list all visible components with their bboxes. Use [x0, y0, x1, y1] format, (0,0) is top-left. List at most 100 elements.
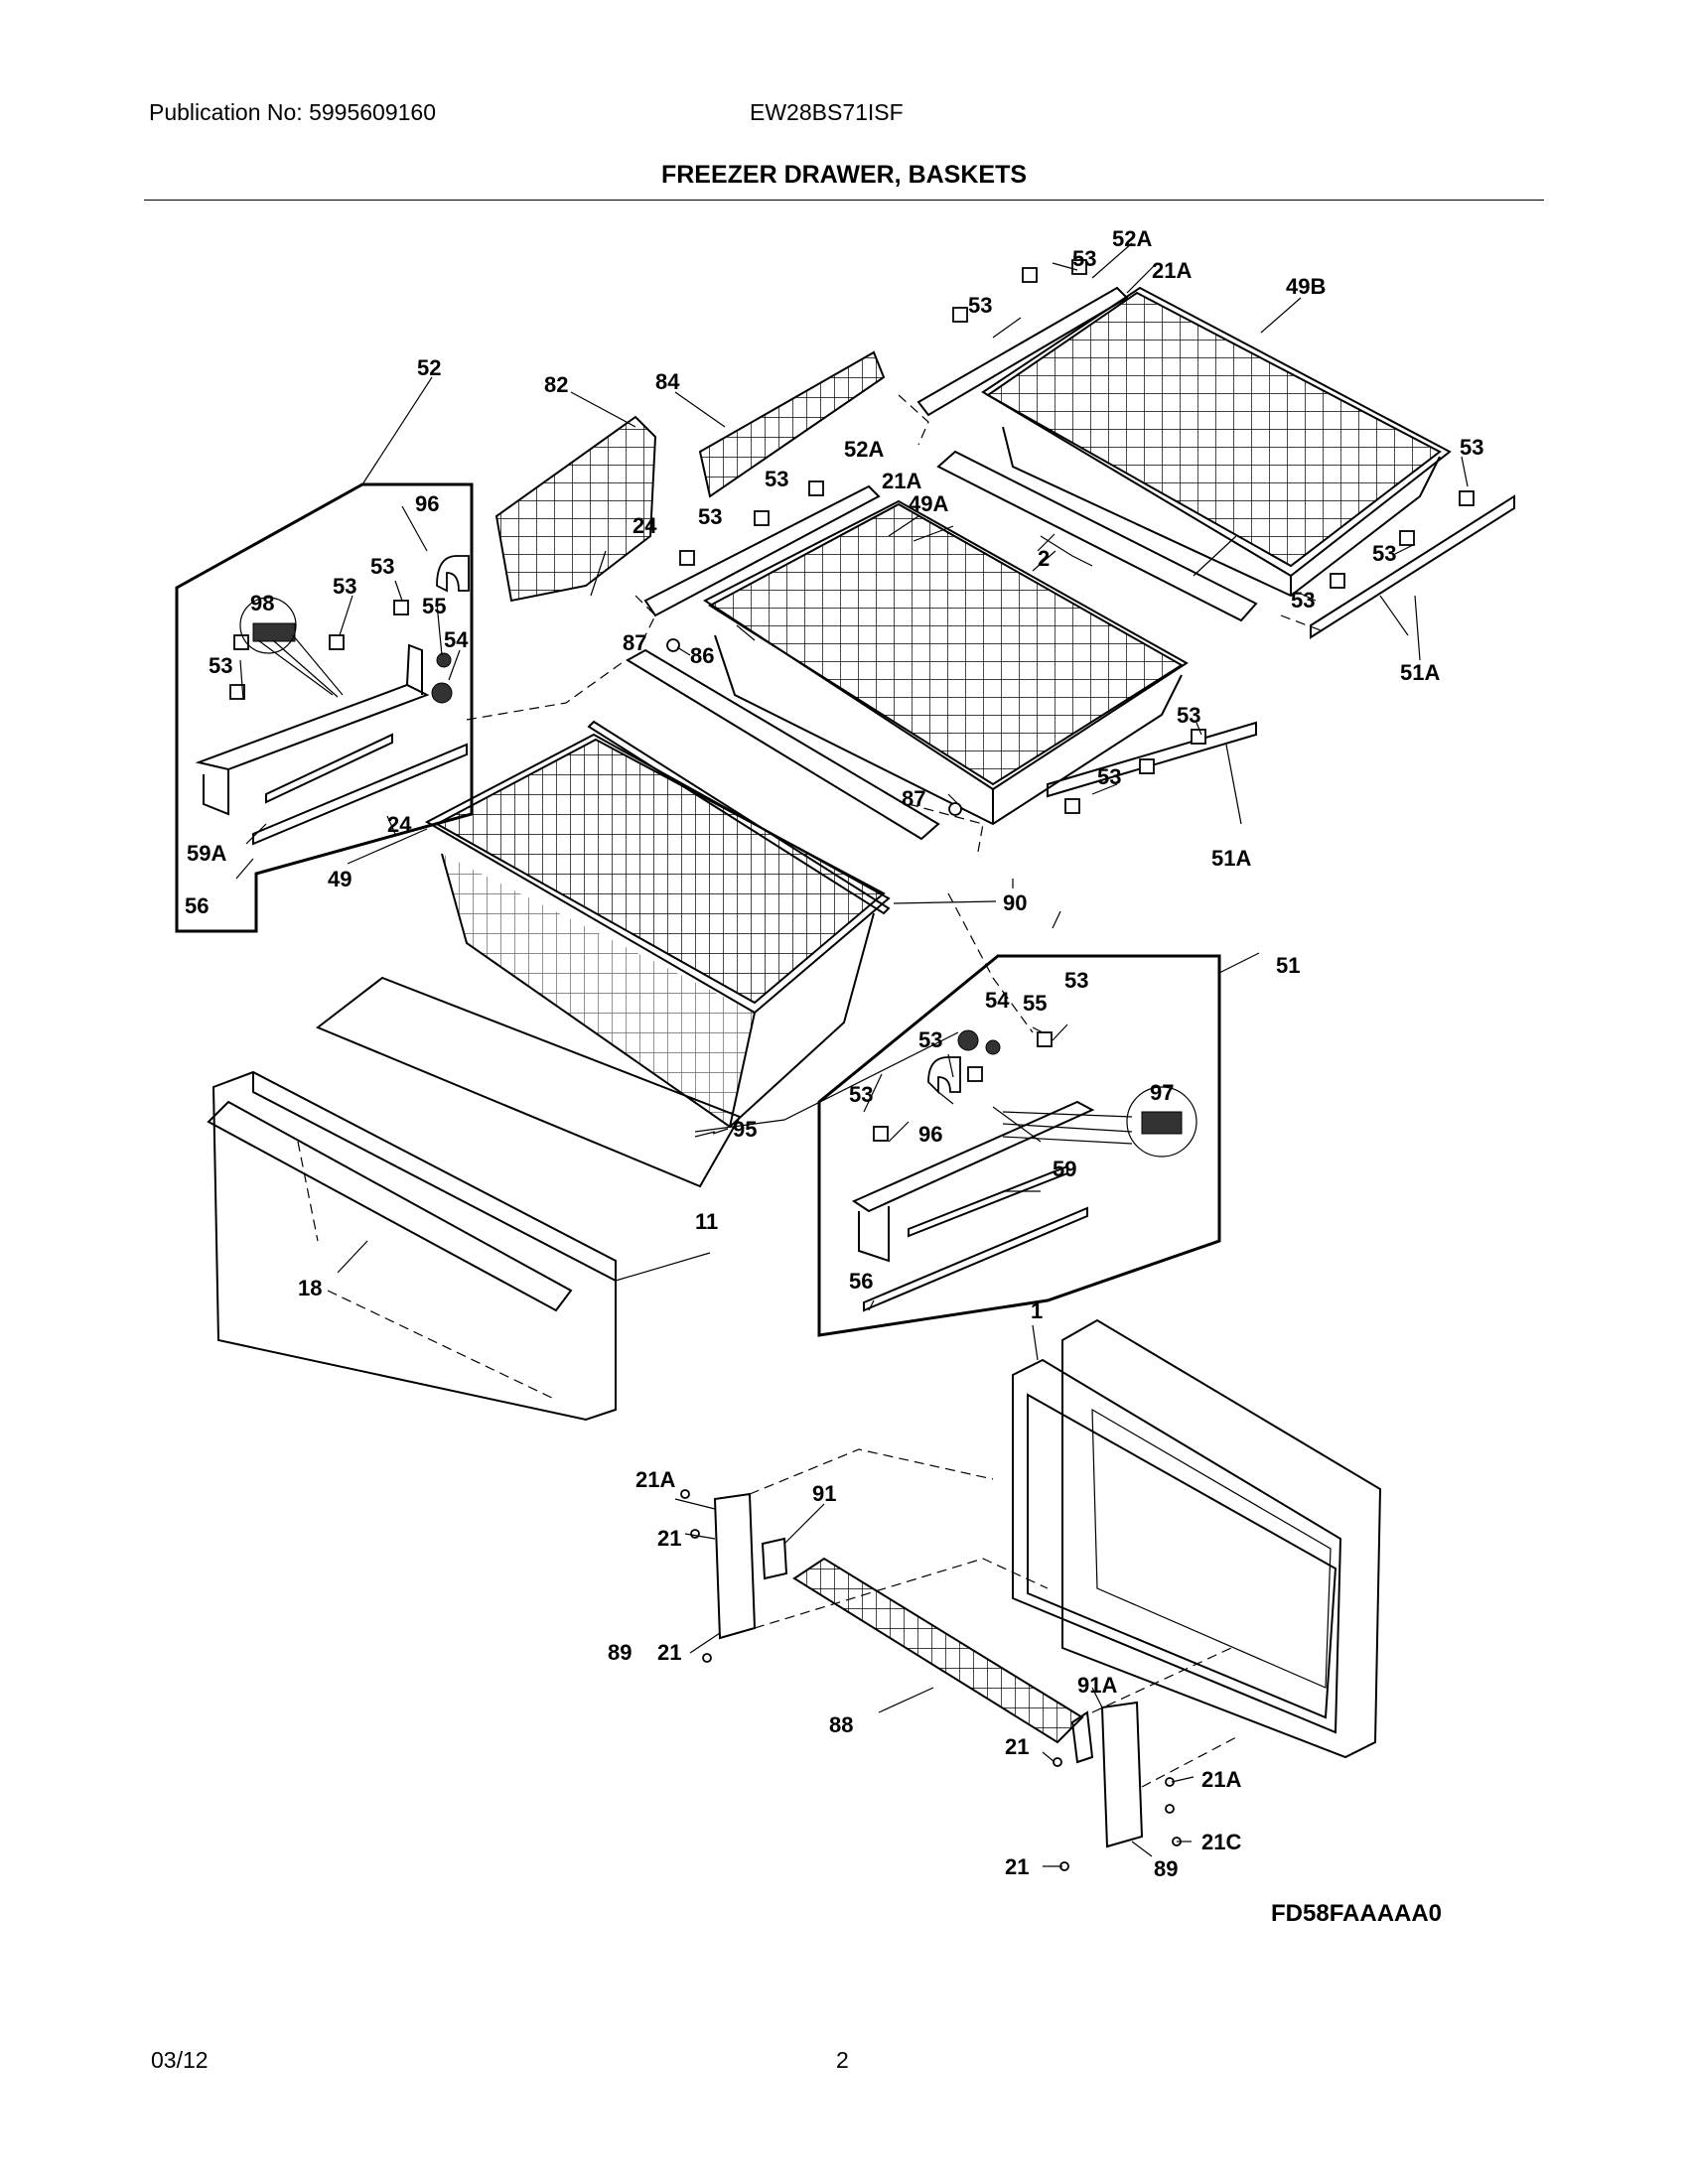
callout: 54 [985, 988, 1010, 1013]
callout: 87 [623, 630, 646, 655]
clip-53 [233, 634, 249, 650]
cover-91a [1070, 1710, 1094, 1764]
clip-53 [1022, 267, 1038, 283]
clip-53 [679, 550, 695, 566]
clip-53 [1399, 530, 1415, 546]
callout: 53 [1460, 435, 1483, 460]
callout: 1 [1031, 1298, 1043, 1323]
callout: 55 [1023, 991, 1047, 1016]
callout: 52A [844, 437, 884, 462]
revision-date: 03/12 [151, 2047, 209, 2073]
cap-55 [985, 1039, 1001, 1055]
clip-53 [393, 600, 409, 615]
callout: 89 [1154, 1856, 1178, 1881]
title-rule [144, 200, 1544, 201]
page-title: FREEZER DRAWER, BASKETS [660, 161, 1028, 189]
divider-84 [698, 350, 886, 498]
callout: 21C [1201, 1830, 1241, 1854]
callout: 86 [690, 643, 714, 668]
callout: 18 [298, 1276, 322, 1300]
latch-97 [1141, 1111, 1183, 1135]
callout: 53 [1072, 246, 1096, 271]
callout-labels: 53 52A 21A 49B 53 52 82 84 52A 53 21A 49… [185, 226, 1483, 1881]
callout: 87 [902, 786, 925, 811]
drawer-front-11 [207, 1070, 617, 1422]
pin-87 [666, 638, 680, 652]
callout: 89 [608, 1640, 632, 1665]
callout: 82 [544, 372, 568, 397]
callout: 24 [387, 812, 412, 837]
callout: 53 [765, 467, 788, 491]
leader-lines [235, 242, 1469, 1867]
callout: 53 [968, 293, 992, 318]
bracket-52a-middle [643, 484, 881, 617]
glass-shelf-95 [316, 976, 742, 1188]
callout: 51A [1400, 660, 1440, 685]
callout: 53 [333, 574, 356, 599]
callout: 21 [657, 1526, 681, 1551]
stop-96 [927, 1056, 961, 1095]
callout: 55 [422, 594, 446, 618]
gear-54 [431, 682, 453, 704]
callout: 53 [209, 653, 232, 678]
clip-53 [1459, 490, 1475, 506]
callout: 59A [187, 841, 226, 866]
page-number: 2 [836, 2047, 849, 2073]
callout: 11 [695, 1209, 718, 1234]
clip-53 [808, 480, 824, 496]
callout: 49B [1286, 274, 1326, 299]
callout: 88 [829, 1712, 853, 1737]
callout: 91 [812, 1481, 836, 1506]
callout: 56 [185, 893, 209, 918]
callout: 53 [918, 1027, 942, 1052]
callout: 84 [655, 369, 680, 394]
clip-53 [1330, 573, 1345, 589]
clip-53 [329, 634, 345, 650]
callout: 56 [849, 1269, 873, 1294]
callout: 21A [1201, 1767, 1241, 1792]
callout: 53 [1097, 764, 1121, 789]
callout: 52 [417, 355, 441, 380]
callout: 2 [1038, 546, 1050, 571]
callout: 53 [1064, 968, 1088, 993]
left-slide-assembly [175, 482, 474, 933]
clip-53 [967, 1066, 983, 1082]
callout: 96 [415, 491, 439, 516]
cover-91 [761, 1537, 788, 1580]
clip-53 [873, 1126, 889, 1142]
rack-88 [792, 1557, 1084, 1744]
middle-basket-49a [703, 499, 1189, 826]
rail-86 [626, 648, 940, 841]
callout: 91A [1077, 1673, 1117, 1698]
callout: 21A [635, 1467, 675, 1492]
pin-87 [948, 802, 962, 816]
rail-2 [936, 450, 1258, 622]
callout: 51 [1276, 953, 1300, 978]
callout: 53 [370, 554, 394, 579]
callout: 51A [1211, 846, 1251, 871]
callout: 96 [918, 1122, 942, 1147]
callout: 54 [444, 627, 469, 652]
callout: 53 [698, 504, 722, 529]
diagram-code: FD58FAAAAA0 [1271, 1900, 1442, 1927]
callout: 90 [1003, 890, 1027, 915]
stop-96 [436, 555, 470, 593]
bracket-89-right [1100, 1701, 1144, 1848]
callout: 49 [328, 867, 352, 891]
divider-82 [494, 415, 657, 603]
hinge-brackets [680, 1489, 1182, 1871]
slide-51a-upper [1310, 494, 1515, 639]
bracket-89-left [713, 1492, 757, 1640]
callout: 53 [1177, 703, 1200, 728]
slide-51a-middle [1047, 721, 1257, 798]
clip-53 [952, 307, 968, 323]
callout: 49A [909, 491, 948, 516]
rails [587, 259, 1515, 915]
callout: 21 [1005, 1734, 1029, 1759]
clip-53 [1191, 729, 1206, 745]
callout: 53 [849, 1082, 873, 1107]
clip-53 [229, 684, 245, 700]
callout: 59 [1053, 1157, 1076, 1181]
cap-55 [436, 652, 452, 668]
